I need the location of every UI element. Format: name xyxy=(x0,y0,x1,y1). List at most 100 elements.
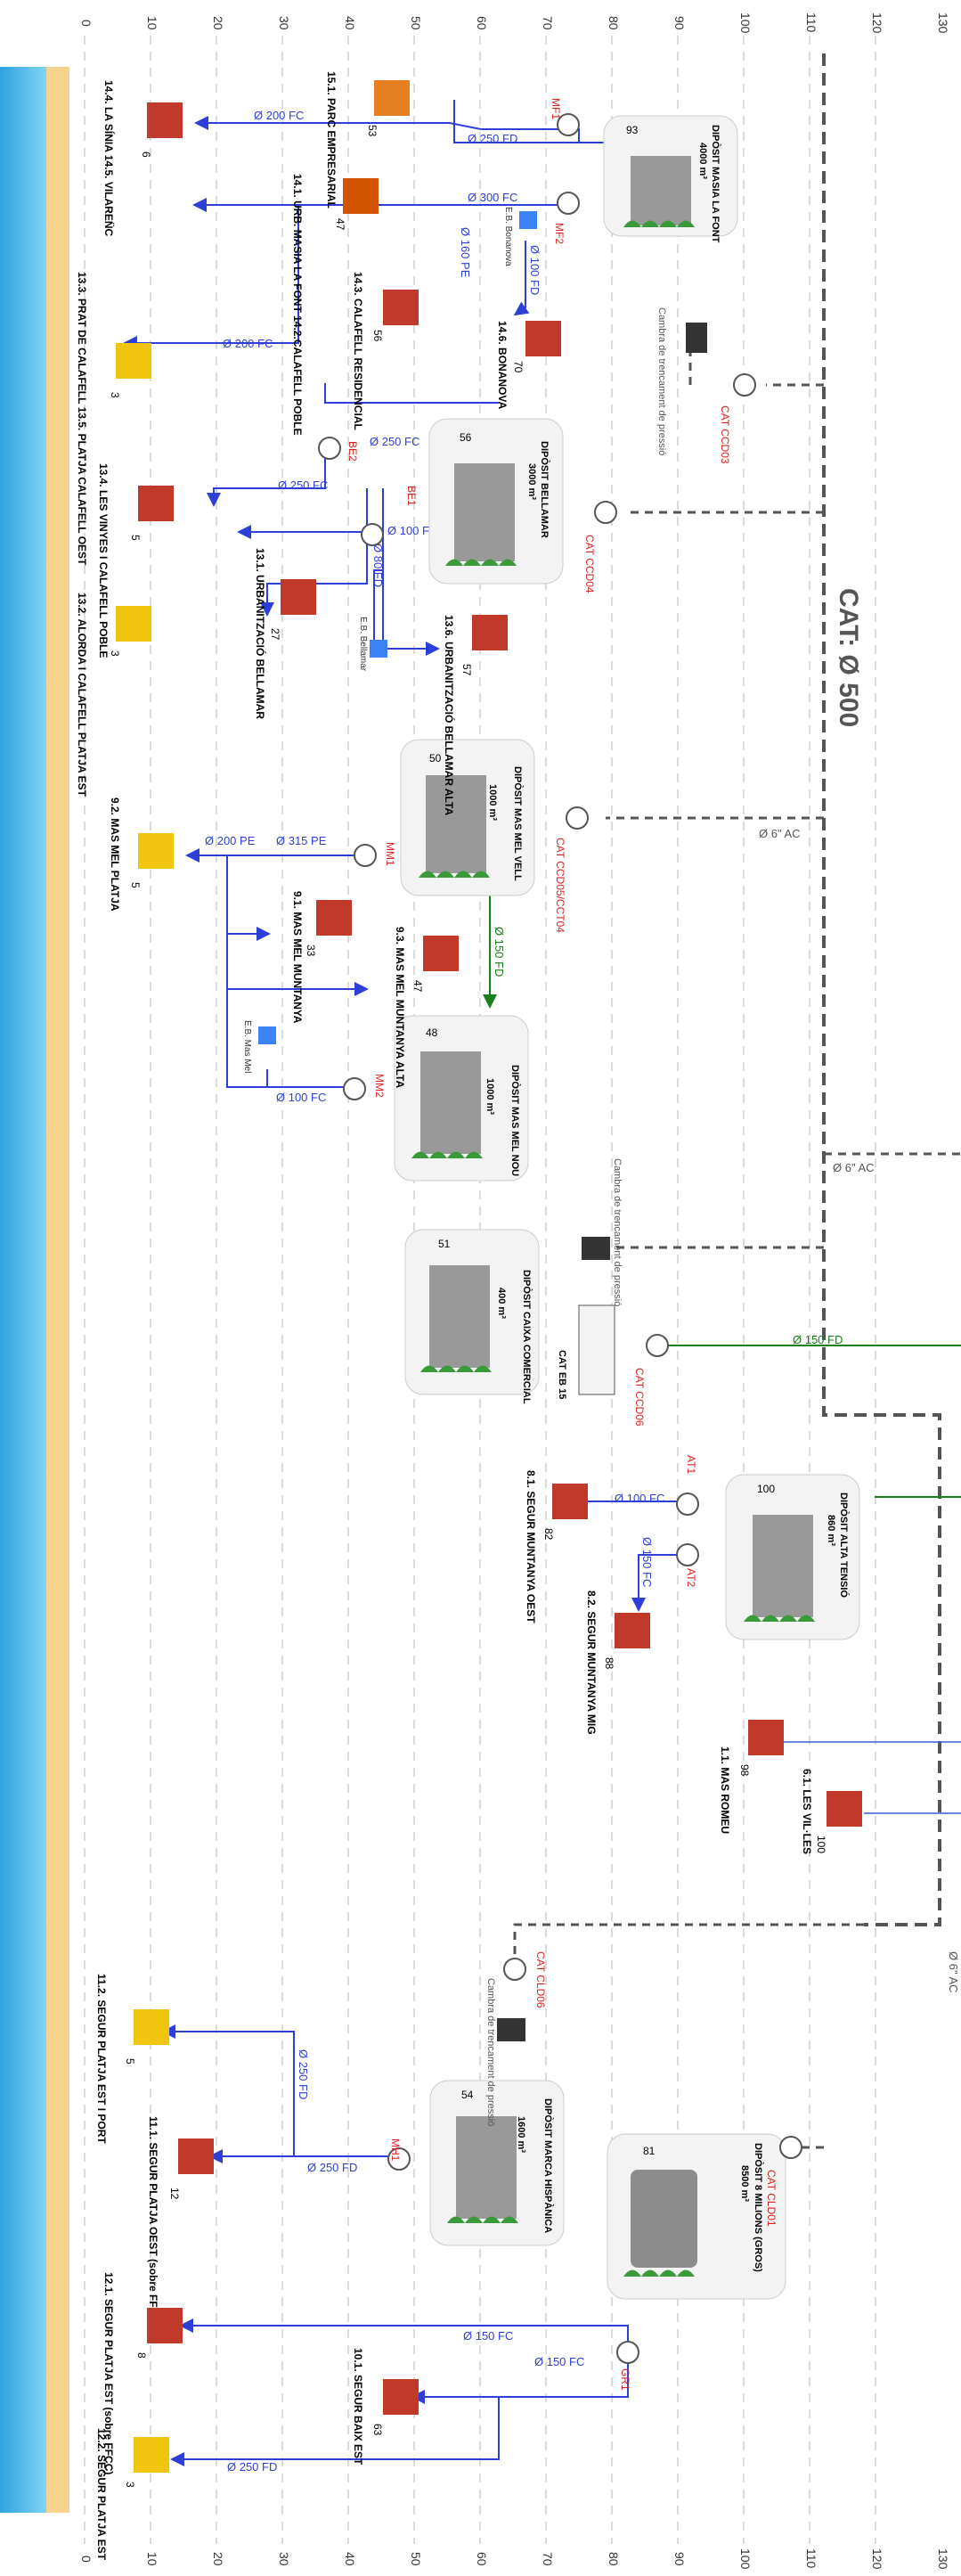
tank-8-milions[interactable]: 81 DIPÒSIT 8 MILIONS (GROS) 8500 m³ xyxy=(607,2133,786,2300)
zone-name: 14.6. BONANOVA xyxy=(496,321,509,409)
pump-label: E.B. Mas Mel xyxy=(242,1020,252,1073)
green-pipes xyxy=(483,891,961,1498)
zone-value: 47 xyxy=(411,980,424,993)
sea-band xyxy=(0,67,46,2513)
pipe-label: Ø 6" AC xyxy=(833,1161,875,1174)
tick-bottom: 20 xyxy=(211,2552,225,2566)
cat-labels: CAT CCD03 CAT CCD04 CAT CCD05/CCT04 CAT … xyxy=(534,405,778,2227)
tick-bottom: 120 xyxy=(870,2548,884,2570)
tick-bottom: 90 xyxy=(672,2552,687,2566)
cat-label: CAT CCD06 xyxy=(633,1368,646,1427)
main-line-label: CAT: Ø 500 xyxy=(834,588,863,727)
pipe-labels: Ø 250 FD Ø 300 FC Ø 200 FC Ø 100 FD Ø 16… xyxy=(205,109,960,2474)
zone-name: 9.3. MAS MEL MUNTANYA ALTA xyxy=(394,927,406,1088)
tick-bottom: 30 xyxy=(277,2552,291,2566)
pipe-label: Ø 315 PE xyxy=(276,834,327,847)
zone-mas-romeu[interactable]: 98 1.1. MAS ROMEU xyxy=(719,1720,784,1834)
zone-name: 10.1. SEGUR BAIX EST xyxy=(352,2348,364,2466)
tick-bottom: 80 xyxy=(607,2552,621,2566)
zone-name: 13.6. URBANITZACIÓ BELLAMAR ALTA xyxy=(443,615,456,815)
pipe-label: Ø 80 FD xyxy=(371,544,385,587)
zone-name: 13.1. URBANITZACIÓ BELLAMAR xyxy=(254,548,267,719)
zone-value: 5 xyxy=(124,2058,136,2065)
pipe-label: Ø 6" AC xyxy=(759,827,801,840)
zone-name: 14.1. URB. MASIA LA FONT 14.2.CALAFELL P… xyxy=(291,174,304,436)
pipe-label: Ø 250 FC xyxy=(278,478,328,492)
cat-label: CAT CCD05/CCT04 xyxy=(554,838,566,933)
zone-segur-baix-est[interactable]: 63 10.1. SEGUR BAIX EST xyxy=(352,2348,419,2466)
tick-bottom: 130 xyxy=(936,2548,950,2570)
zone-value: 5 xyxy=(129,882,142,888)
zone-value: 98 xyxy=(738,1764,751,1777)
pipe-label: Ø 300 FC xyxy=(468,191,517,204)
zone-segur-platja-est[interactable]: 3 12.2. SEGUR PLATJA EST xyxy=(95,2428,169,2561)
tick-bottom: 60 xyxy=(475,2552,489,2566)
tank-caixa-comercial[interactable]: 51 DIPÒSIT CAIXA COMERCIAL 400 m³ xyxy=(404,1229,540,1404)
tick-top: 20 xyxy=(211,16,225,30)
pressure-chamber-labels: Cambra de trencament de pressió Cambra d… xyxy=(485,307,667,2126)
zone-segur-muntanya-mig[interactable]: 88 8.2. SEGUR MUNTANYA MIG xyxy=(585,1591,650,1735)
meter-id: MH1 xyxy=(389,2138,402,2162)
tick-bottom: 40 xyxy=(343,2552,357,2566)
zone-alorda[interactable]: 3 13.2. ALORDA I CALAFELL PLATJA EST xyxy=(76,593,151,797)
zone-les-villes[interactable]: 100 6.1. LES VIL·LES xyxy=(801,1769,862,1854)
tick-bottom: 110 xyxy=(804,2548,818,2569)
zone-les-vinyes[interactable]: 5 13.4. LES VINYES I CALAFELL POBLE xyxy=(97,463,174,658)
zone-masia-la-font[interactable]: 47 14.1. URB. MASIA LA FONT 14.2.CALAFEL… xyxy=(291,174,379,436)
tank-mas-mel-nou[interactable]: 48 DIPÒSIT MAS MEL NOU 1000 m³ xyxy=(394,1015,529,1182)
zone-segur-platja-est-port[interactable]: 5 11.2. SEGUR PLATJA EST I PORT xyxy=(95,1974,169,2144)
zone-name: 12.2. SEGUR PLATJA EST xyxy=(95,2428,108,2561)
zone-calafell-residencial[interactable]: 56 14.3. CALAFELL RESIDENCIAL xyxy=(352,272,419,430)
cat-label: CAT CLD06 xyxy=(534,1951,547,2008)
zone-value: 53 xyxy=(366,125,379,137)
tank-capacity: 1600 m³ xyxy=(516,2116,526,2153)
tank-marca-hispanica[interactable]: 54 DIPÒSIT MARCA HISPÀNICA 1600 m³ xyxy=(429,2080,565,2246)
zone-name: 13.3. PRAT DE CALAFELL 13.5. PLATJA CALA… xyxy=(76,272,88,566)
pump-label: E.B. Bellamar xyxy=(358,617,368,672)
tank-capacity: 1000 m³ xyxy=(487,784,498,821)
zone-parc-empresarial[interactable]: 53 15.1. PARC EMPRESARIAL xyxy=(325,71,410,209)
zone-value: 6 xyxy=(140,151,152,158)
tick-top: 130 xyxy=(936,12,950,34)
zone-mas-mel-muntanya-alta[interactable]: 47 9.3. MAS MEL MUNTANYA ALTA xyxy=(394,927,459,1088)
zone-segur-muntanya-oest[interactable]: 82 8.1. SEGUR MUNTANYA OEST xyxy=(525,1470,588,1623)
eb-15: CAT EB 15 xyxy=(557,1304,615,1399)
pipe-label: Ø 150 FC xyxy=(463,2329,513,2343)
tick-top: 30 xyxy=(277,16,291,30)
zone-name: 11.1. SEGUR PLATJA OEST (sobre FFCC) xyxy=(147,2116,159,2327)
zone-value: 47 xyxy=(334,218,346,231)
pipe-label: Ø 150 FD xyxy=(493,927,506,977)
zone-segur-platja-est-ffcc[interactable]: 8 12.1. SEGUR PLATJA EST (sobre FFCC) xyxy=(102,2272,183,2474)
zone-bellamar-alta[interactable]: 57 13.6. URBANITZACIÓ BELLAMAR ALTA xyxy=(443,615,508,815)
meter-id: BE2 xyxy=(346,441,359,462)
meters[interactable] xyxy=(318,113,699,2364)
zone-urb-bellamar[interactable]: 27 13.1. URBANITZACIÓ BELLAMAR xyxy=(254,548,316,719)
tick-top: 0 xyxy=(79,20,94,27)
tank-mas-mel-vell[interactable]: 50 DIPÒSIT MAS MEL VELL 1000 m³ xyxy=(400,739,535,896)
zone-mas-mel-muntanya[interactable]: 33 9.1. MAS MEL MUNTANYA xyxy=(291,891,352,1024)
zone-prat-de-calafell[interactable]: 3 13.3. PRAT DE CALAFELL 13.5. PLATJA CA… xyxy=(76,272,151,566)
zone-value: 27 xyxy=(269,628,281,641)
cat-points[interactable] xyxy=(503,373,802,2159)
tank-alta-tensio[interactable]: 100 DIPÒSIT ALTA TENSIÓ 860 m³ xyxy=(725,1474,860,1640)
zone-name: 14.4. LA SÍNIA 14.5. VILAREN̈C xyxy=(102,80,116,236)
cat-label: CAT CCD03 xyxy=(719,405,731,464)
zone-name: 15.1. PARC EMPRESARIAL xyxy=(325,71,338,209)
zone-name: 8.2. SEGUR MUNTANYA MIG xyxy=(585,1591,598,1735)
meter-id: MM1 xyxy=(384,842,396,866)
zone-value: 56 xyxy=(371,330,384,342)
pipe-label: Ø 100 FD xyxy=(528,245,542,295)
tank-masia-la-font[interactable]: 93 DIPÒSIT MASIA LA FONT 4000 m³ xyxy=(603,115,738,243)
tick-bottom: 0 xyxy=(79,2556,94,2563)
zone-segur-platja-oest[interactable]: 12 11.1. SEGUR PLATJA OEST (sobre FFCC) xyxy=(147,2116,214,2327)
zone-mas-mel-platja[interactable]: 5 9.2. MAS MEL PLATJA xyxy=(109,797,174,912)
zone-la-sinia[interactable]: 6 14.4. LA SÍNIA 14.5. VILAREN̈C xyxy=(102,80,183,236)
zone-value: 3 xyxy=(109,650,121,657)
zone-name: 1.1. MAS ROMEU xyxy=(719,1746,731,1834)
tank-bellamar[interactable]: 56 DIPÒSIT BELLAMAR 3000 m³ xyxy=(428,418,564,585)
zone-bonanova[interactable]: 70 14.6. BONANOVA xyxy=(496,321,561,409)
zone-value: 33 xyxy=(305,945,317,957)
zone-value: 5 xyxy=(129,535,142,541)
zones[interactable]: 6 14.4. LA SÍNIA 14.5. VILAREN̈C 53 15.1… xyxy=(76,71,862,2561)
